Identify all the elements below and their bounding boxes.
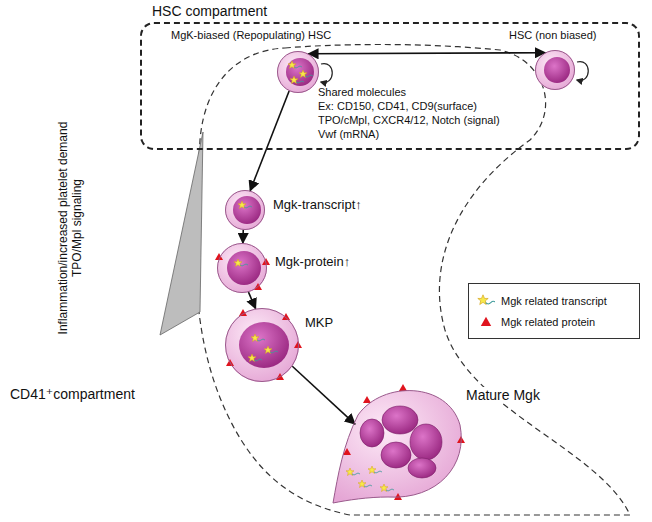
connector-arrow bbox=[248, 292, 255, 308]
signal-label: Inflammation/increased platelet demand bbox=[56, 103, 70, 353]
node-label: Mgk-transcript↑ bbox=[271, 198, 364, 213]
connector-arrow bbox=[292, 366, 355, 424]
molecule-note: Shared molecules bbox=[318, 86, 406, 99]
legend-item: Mgk related transcript bbox=[477, 294, 631, 308]
cell-outline bbox=[217, 243, 267, 293]
node-label: HSC (non biased) bbox=[507, 29, 598, 42]
molecule-note: Ex: CD150, CD41, CD9(surface) bbox=[318, 100, 477, 113]
legend-item: Mgk related protein bbox=[477, 315, 631, 329]
cell-drawing bbox=[225, 308, 302, 382]
cell-drawing bbox=[215, 243, 270, 293]
node-label: Mgk-protein↑ bbox=[273, 255, 352, 270]
node-label: Mature Mgk bbox=[464, 387, 542, 403]
cell-drawing bbox=[225, 190, 265, 230]
protein-symbol bbox=[477, 315, 495, 329]
legend-text: Mgk related protein bbox=[501, 316, 595, 328]
self-renewal-arrow bbox=[577, 62, 588, 81]
molecule-note: Vwf (mRNA) bbox=[318, 128, 379, 141]
cell-circle: Mgk-protein↑ bbox=[217, 243, 267, 293]
cell-drawing bbox=[333, 384, 465, 503]
legend-text: Mgk related transcript bbox=[501, 295, 607, 307]
connector-arrow bbox=[250, 91, 289, 191]
signal-label: TPO/Mpl signaling bbox=[70, 103, 84, 353]
node-label: CD41⁺compartment bbox=[8, 386, 137, 402]
connector-arrow bbox=[309, 53, 546, 54]
cell-outline bbox=[328, 385, 463, 507]
cell-circle: MgK-biased (Repopulating) HSC bbox=[277, 51, 319, 93]
cell-shape: Mature Mgk bbox=[328, 385, 463, 507]
cell-outline bbox=[277, 51, 319, 93]
node-label: MKP bbox=[303, 316, 335, 331]
node-label: HSC compartment bbox=[150, 3, 269, 19]
signal-wedge bbox=[160, 132, 203, 335]
cell-circle: Mgk-transcript↑ bbox=[225, 190, 265, 230]
legend-box: Mgk related transcriptMgk related protei… bbox=[468, 283, 640, 339]
cell-outline bbox=[225, 190, 265, 230]
cell-outline bbox=[535, 50, 575, 90]
cell-outline bbox=[225, 308, 299, 382]
cell-circle: HSC (non biased) bbox=[535, 50, 575, 90]
cd41-outline bbox=[195, 45, 630, 516]
node-label: MgK-biased (Repopulating) HSC bbox=[169, 29, 333, 42]
cell-drawing bbox=[277, 51, 319, 93]
wedge-label-group: Inflammation/increased platelet demandTP… bbox=[56, 103, 85, 353]
self-renewal-arrow bbox=[321, 64, 332, 83]
molecule-note: TPO/cMpl, CXCR4/12, Notch (signal) bbox=[318, 114, 500, 127]
cell-circle: MKP bbox=[225, 308, 299, 382]
connector-arrow bbox=[242, 230, 244, 243]
transcript-symbol bbox=[477, 294, 495, 308]
cell-drawing bbox=[535, 50, 575, 90]
